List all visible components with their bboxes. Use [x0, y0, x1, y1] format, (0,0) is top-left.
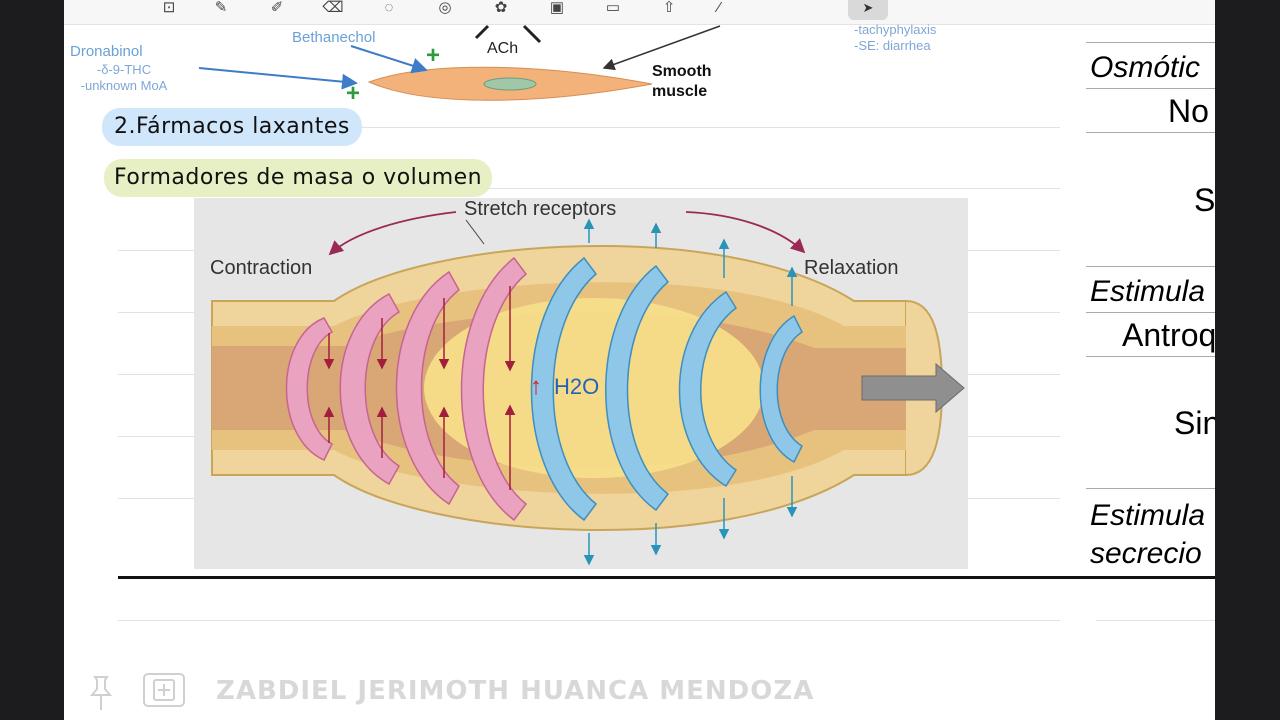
side-note-line-1: -tachyphylaxis	[854, 22, 937, 37]
increase-arrow-icon: ↑	[530, 373, 542, 400]
table-cell: Osmótic	[1086, 42, 1215, 89]
pin-icon[interactable]	[86, 674, 116, 712]
laxatives-table: Osmótic No S Estimula Antroq Sin Estimul…	[1086, 42, 1215, 582]
relaxation-label: Relaxation	[804, 257, 899, 279]
water-label: H2O	[554, 374, 599, 399]
table-cell: No	[1086, 88, 1215, 133]
contraction-ring	[339, 292, 401, 486]
top-diagram-drawing	[198, 24, 721, 101]
right-letterbox	[1215, 0, 1280, 720]
contraction-curve-arrow	[328, 211, 457, 256]
bolus	[424, 298, 764, 478]
table-cell: Estimula	[1086, 266, 1215, 313]
ruled-line	[118, 188, 1060, 189]
relaxation-ring	[530, 256, 598, 522]
dronabinol-mechanism: -δ-9-THC -unknown MoA	[64, 62, 184, 94]
left-letterbox	[0, 0, 64, 720]
dronabinol-line-1: -δ-9-THC	[96, 62, 152, 77]
text-box-icon[interactable]: ▭	[605, 0, 621, 16]
contraction-ring	[460, 256, 528, 522]
section-heading: 2.Fármacos laxantes	[102, 108, 362, 146]
receptor-leader-line	[465, 219, 485, 245]
sticker-icon[interactable]: ✿	[494, 0, 508, 16]
highlighter-icon[interactable]: ✐	[270, 0, 284, 16]
eraser-icon[interactable]: ⌫	[322, 0, 344, 16]
stretch-receptors-label: Stretch receptors	[464, 198, 616, 220]
table-cell-line: Estimula	[1090, 499, 1206, 532]
notebook-page[interactable]: ⊡ ✎ ✐ ⌫ ◌ ◎ ✿ ▣ ▭ ⇧ ⁄ ➤ Dronabinol -δ-9-…	[64, 0, 1215, 720]
bottom-bar	[64, 664, 1215, 720]
share-icon[interactable]: ⇧	[662, 0, 676, 16]
side-note-arrow	[602, 25, 721, 71]
ruled-line	[1096, 620, 1215, 621]
dronabinol-arrow	[198, 67, 358, 90]
smooth-muscle-label: Smooth muscle	[652, 62, 712, 102]
contraction-ring	[285, 317, 334, 461]
shapes-icon[interactable]: ◎	[438, 0, 452, 16]
image-icon[interactable]: ▣	[549, 0, 565, 16]
drawing-toolbar: ⊡ ✎ ✐ ⌫ ◌ ◎ ✿ ▣ ▭ ⇧ ⁄ ➤	[64, 0, 1215, 25]
add-page-icon[interactable]	[142, 672, 186, 708]
table-cell: Antroq	[1086, 312, 1215, 357]
watermark: ZABDIEL JERIMOTH HUANCA MENDOZA	[216, 676, 815, 706]
relaxation-ring	[678, 290, 738, 488]
relaxation-curve-arrow	[685, 211, 806, 254]
section-divider	[118, 576, 1215, 579]
ach-label: ACh	[487, 40, 519, 57]
ach-stroke	[522, 24, 542, 44]
contraction-ring	[395, 270, 460, 506]
pointer-icon[interactable]: ➤	[848, 0, 888, 20]
lasso-icon[interactable]: ◌	[384, 0, 394, 16]
side-note: -tachyphylaxis -SE: diarrhea	[854, 22, 994, 54]
peristalsis-figure[interactable]: Stretch receptors Contraction Relaxation…	[194, 198, 968, 569]
direction-arrow	[861, 362, 965, 414]
subsection-heading: Formadores de masa o volumen	[104, 159, 493, 197]
peristalsis-diagram: Stretch receptors Contraction Relaxation…	[210, 198, 965, 566]
dronabinol-line-2: -unknown MoA	[80, 78, 168, 93]
bethanechol-label: Bethanechol	[292, 29, 376, 46]
table-cell-line: secrecio	[1090, 537, 1202, 570]
side-note-line-2: -SE: diarrhea	[854, 38, 931, 53]
smooth-muscle-line-1: Smooth	[652, 63, 712, 80]
dronabinol-label: Dronabinol	[70, 43, 143, 60]
relaxation-ring	[759, 314, 803, 464]
contraction-label: Contraction	[210, 257, 312, 279]
ach-stroke	[474, 24, 490, 40]
ruled-line	[118, 620, 1060, 621]
bethanechol-arrow	[350, 45, 428, 74]
plus-icon: +	[426, 42, 441, 69]
ruled-line	[118, 127, 1060, 128]
laser-pointer-icon[interactable]: ⁄	[717, 0, 721, 16]
table-cell: Sin	[1086, 356, 1215, 489]
smooth-muscle-line-2: muscle	[652, 83, 708, 100]
image-search-icon[interactable]: ⊡	[162, 0, 176, 16]
relaxation-ring	[605, 264, 670, 512]
cell-nucleus	[483, 77, 537, 91]
table-cell: Estimula secrecio	[1086, 488, 1215, 583]
pen-icon[interactable]: ✎	[214, 0, 228, 16]
table-cell: S	[1086, 132, 1215, 267]
